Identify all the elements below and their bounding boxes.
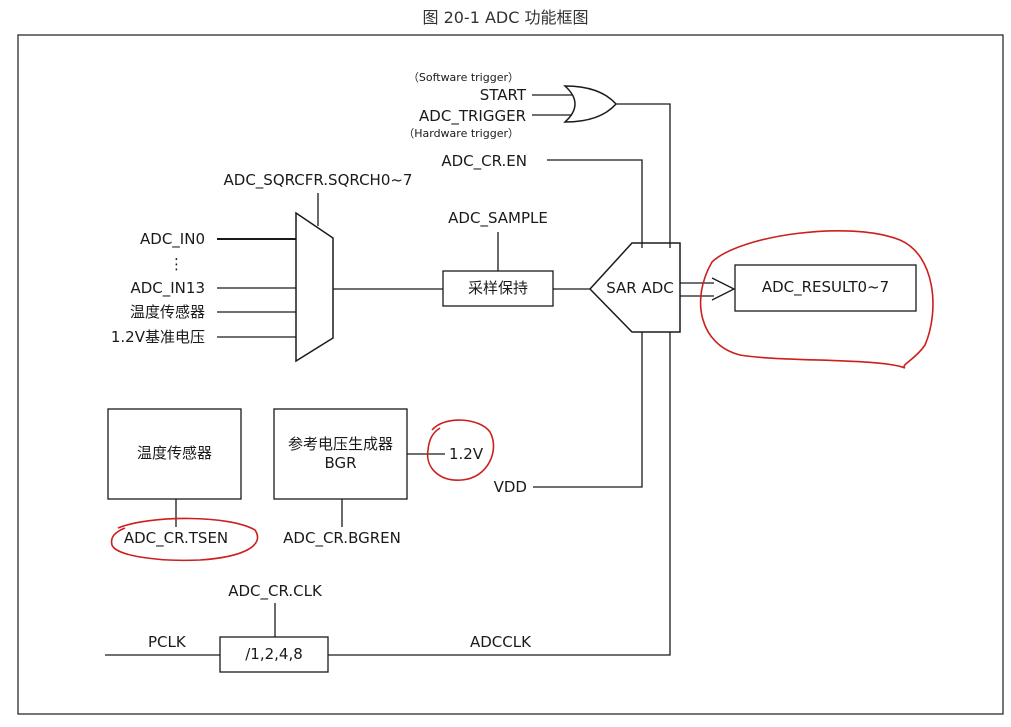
tsen-label: ADC_CR.TSEN	[123, 529, 229, 547]
input-mux	[295, 211, 334, 363]
mux-input-label: ⋮	[169, 255, 184, 273]
or-gate	[563, 85, 618, 123]
annotation-circle-tsen	[110, 517, 259, 562]
en-wire	[547, 159, 643, 248]
bgren-label: ADC_CR.BGREN	[283, 529, 401, 547]
adcclk-wire	[328, 332, 671, 656]
sample-hold-label: 采样保持	[467, 279, 528, 297]
hardware-trigger-note: （Hardware trigger）	[403, 127, 519, 140]
bgr-label-line2: BGR	[324, 454, 357, 472]
pclk-label: PCLK	[148, 633, 186, 651]
temp-sensor-box	[107, 408, 242, 500]
temp-sensor-label: 温度传感器	[136, 444, 212, 462]
result-box	[734, 264, 917, 312]
figure-title: 图 20-1 ADC 功能框图	[422, 8, 589, 27]
mux-input-label: 1.2V基准电压	[110, 328, 205, 346]
result-label: ADC_RESULT0~7	[761, 278, 890, 296]
sample-label: ADC_SAMPLE	[448, 209, 548, 227]
cr-clk-label: ADC_CR.CLK	[228, 582, 322, 600]
sar-adc-label: SAR ADC	[606, 279, 674, 297]
software-trigger-note: （Software trigger）	[407, 71, 519, 84]
vdd-label: VDD	[493, 478, 527, 496]
annotation-circle-1v2	[426, 419, 495, 481]
cr-en-label: ADC_CR.EN	[441, 152, 527, 170]
adcclk-label: ADCCLK	[470, 633, 531, 651]
start-label: START	[479, 86, 526, 104]
sar-adc-block	[588, 242, 681, 333]
or-output-wire	[616, 103, 671, 248]
figure-frame	[17, 34, 1004, 715]
divider-label: /1,2,4,8	[245, 645, 303, 663]
bgr-label-line1: 参考电压生成器	[287, 435, 393, 453]
sqrcfr-label: ADC_SQRCFR.SQRCH0~7	[223, 171, 413, 189]
mux-input-label: ADC_IN0	[140, 230, 205, 248]
adc-trigger-label: ADC_TRIGGER	[419, 107, 526, 125]
vdd-wire	[533, 332, 643, 488]
result-arrow-head	[711, 277, 736, 301]
mux-input-label: 温度传感器	[129, 303, 205, 321]
annotation-circle-result	[699, 230, 934, 369]
mux-input-label: ADC_IN13	[130, 279, 205, 297]
v12-label: 1.2V	[449, 445, 484, 463]
